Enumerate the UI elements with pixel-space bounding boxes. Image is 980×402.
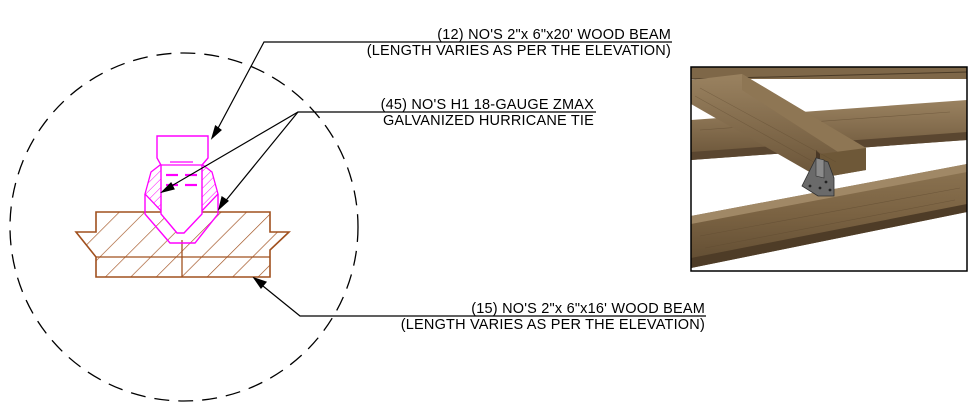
bottom-beam-note-line1: (15) NO'S 2"x 6"x16' WOOD BEAM bbox=[471, 301, 705, 317]
bottom-beam-note-line2: (LENGTH VARIES AS PER THE ELEVATION) bbox=[401, 317, 705, 333]
hurricane-tie-note-line2: GALVANIZED HURRICANE TIE bbox=[383, 113, 594, 129]
leader-lines bbox=[160, 41, 706, 317]
bottom-beam-section bbox=[74, 211, 292, 278]
top-beam-note-line2: (LENGTH VARIES AS PER THE ELEVATION) bbox=[367, 43, 671, 59]
render-inset bbox=[690, 66, 968, 272]
detail-circle bbox=[9, 52, 359, 402]
hurricane-tie-section bbox=[144, 135, 219, 244]
annotation-bottom-beam: (15) NO'S 2"x 6"x16' WOOD BEAM (LENGTH V… bbox=[401, 301, 705, 333]
top-beam-note-line1: (12) NO'S 2"x 6"x20' WOOD BEAM bbox=[437, 27, 671, 43]
hurricane-tie-render bbox=[801, 157, 835, 197]
annotation-hurricane-tie: (45) NO'S H1 18-GAUGE ZMAX GALVANIZED HU… bbox=[381, 97, 595, 129]
annotation-top-beam: (12) NO'S 2"x 6"x20' WOOD BEAM (LENGTH V… bbox=[367, 27, 671, 59]
hurricane-tie-note-line1: (45) NO'S H1 18-GAUGE ZMAX bbox=[381, 97, 595, 113]
